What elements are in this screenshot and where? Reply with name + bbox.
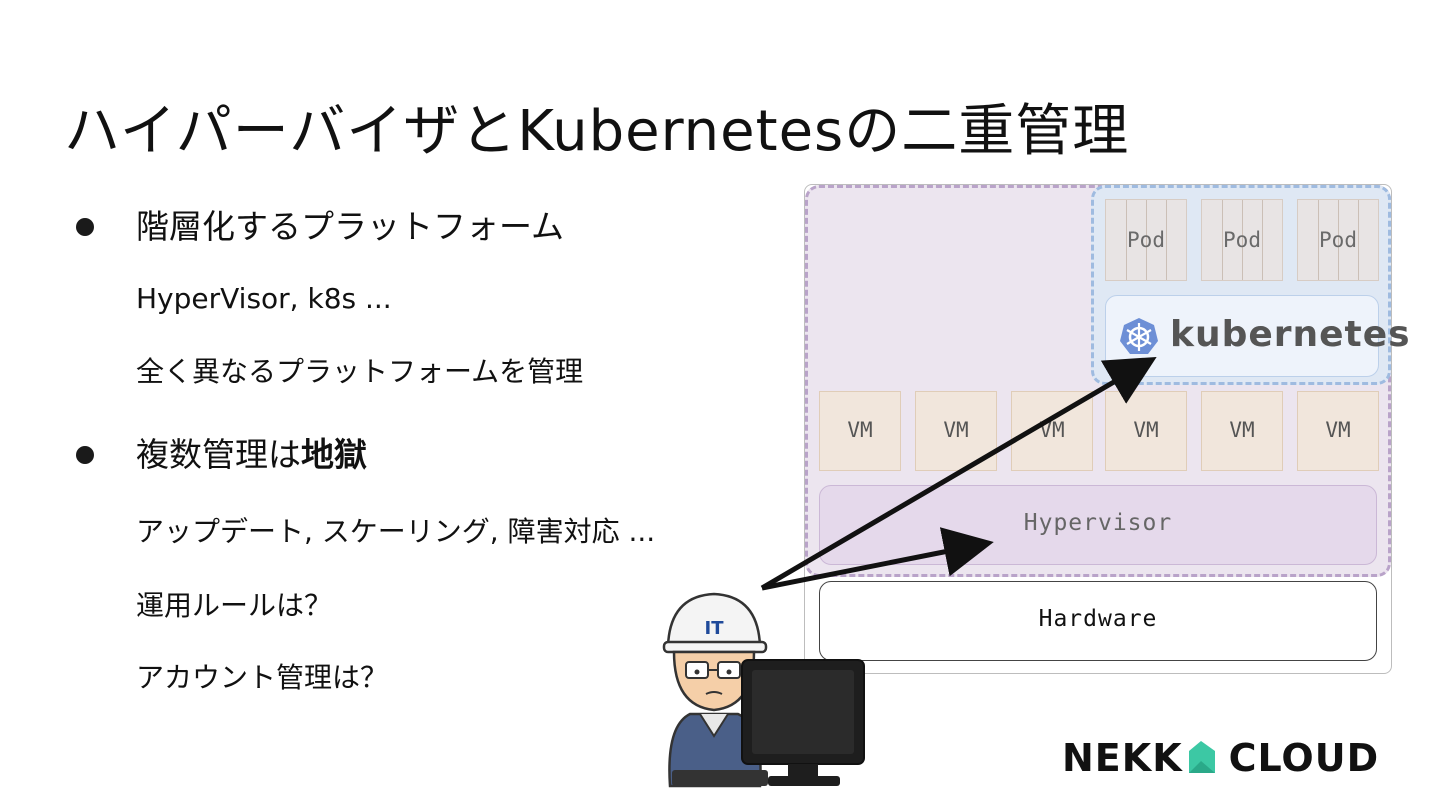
nekko-cloud-logo: NEKK CLOUD: [1062, 736, 1379, 786]
slide-title: ハイパーバイザとKubernetesの二重管理: [64, 99, 1130, 164]
pod-label: Pod: [1127, 228, 1165, 252]
vm-box: VM: [1105, 391, 1187, 471]
bullet-text: 複数管理は地獄: [136, 428, 367, 476]
sub-item: アップデート, スケーリング, 障害対応 ...: [136, 515, 656, 548]
vm-label: VM: [847, 418, 873, 442]
helmet-label: IT: [705, 618, 725, 639]
pod-box: Pod: [1105, 199, 1187, 281]
vm-label: VM: [1325, 418, 1351, 442]
hardware-label: Hardware: [1038, 606, 1158, 632]
logo-text-left: NEKK: [1062, 736, 1183, 780]
architecture-diagram: Pod Pod Pod kubernetes VM VM VM VM VM VM…: [804, 184, 1410, 674]
kubernetes-label: kubernetes: [1170, 314, 1411, 355]
kubernetes-box: kubernetes: [1105, 295, 1410, 377]
bullet-text: 階層化するプラットフォーム: [136, 207, 565, 246]
pod-box: Pod: [1297, 199, 1379, 281]
logo-text-right: CLOUD: [1228, 736, 1380, 780]
pod-box: Pod: [1201, 199, 1283, 281]
vm-box: VM: [1011, 391, 1093, 471]
it-worker-illustration: IT: [662, 592, 865, 788]
vm-label: VM: [1229, 418, 1255, 442]
vm-label: VM: [943, 418, 969, 442]
leaf-logo-icon: [1188, 741, 1215, 773]
hypervisor-label: Hypervisor: [1023, 510, 1173, 536]
sub-item: 全く異なるプラットフォームを管理: [136, 355, 584, 388]
sub-item: アカウント管理は？: [136, 661, 389, 694]
hypervisor-box: Hypervisor: [819, 485, 1377, 565]
bullet-text-bold: 地獄: [301, 435, 367, 474]
vm-box: VM: [915, 391, 997, 471]
hardware-box: Hardware: [819, 581, 1377, 661]
vm-box: VM: [1297, 391, 1379, 471]
sub-item: 運用ルールは？: [136, 589, 333, 622]
bullet-dot: [76, 218, 94, 236]
vm-box: VM: [819, 391, 901, 471]
sub-item: HyperVisor, k8s ...: [136, 282, 392, 315]
bullet-text-prefix: 複数管理は: [136, 435, 301, 474]
vm-box: VM: [1201, 391, 1283, 471]
pod-label: Pod: [1223, 228, 1261, 252]
pod-label: Pod: [1319, 228, 1357, 252]
vm-label: VM: [1133, 418, 1159, 442]
vm-label: VM: [1039, 418, 1065, 442]
bullet-dot: [76, 446, 94, 464]
kubernetes-helm-icon: [1120, 318, 1158, 354]
